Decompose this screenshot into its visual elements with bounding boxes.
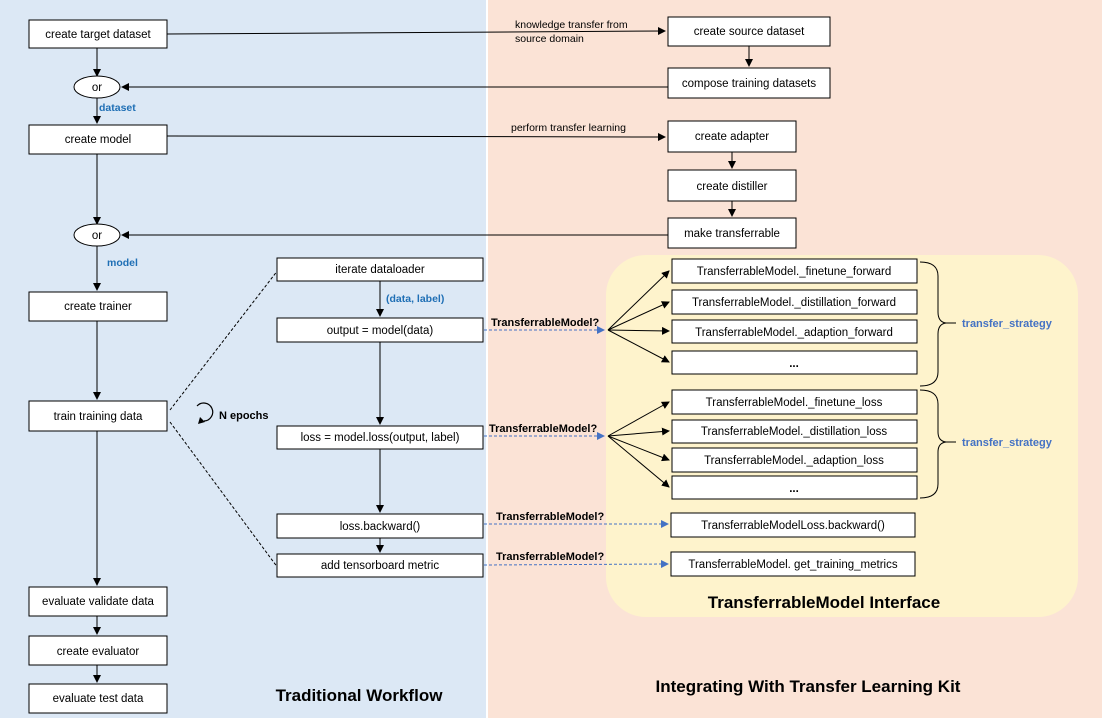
fan-loss-2 bbox=[607, 427, 670, 437]
evaluate-test-data-label: evaluate test data bbox=[53, 693, 144, 705]
loss-backward-target-box: TransferrableModelLoss.backward() bbox=[670, 512, 916, 538]
create-source-dataset-box: create source dataset bbox=[667, 16, 831, 47]
loss-backward-label: loss.backward() bbox=[340, 521, 421, 533]
fan-forward-3 bbox=[607, 326, 670, 335]
get-training-metrics-label: TransferrableModel. get_training_metrics bbox=[688, 559, 897, 571]
traditional-workflow-title: Traditional Workflow bbox=[276, 686, 444, 705]
forward-item-adaption: TransferrableModel._adaption_forward bbox=[671, 319, 918, 344]
create-distiller-label: create distiller bbox=[697, 181, 768, 193]
zoom-line-top bbox=[169, 269, 279, 411]
transfer-strategy-loss-label: transfer_strategy bbox=[962, 437, 1053, 449]
fan-forward-4 bbox=[607, 329, 670, 363]
loss-backward-box: loss.backward() bbox=[276, 513, 484, 539]
forward-item-finetune-label: TransferrableModel._finetune_forward bbox=[697, 266, 892, 278]
fan-loss-4 bbox=[607, 435, 670, 488]
create-model-label: create model bbox=[65, 134, 131, 146]
make-transferrable-label: make transferrable bbox=[684, 228, 780, 240]
evaluate-validate-data-box: evaluate validate data bbox=[28, 586, 168, 617]
or-node-2-label: or bbox=[92, 230, 102, 242]
create-adapter-box: create adapter bbox=[667, 120, 797, 153]
create-model-box: create model bbox=[28, 124, 168, 155]
create-target-dataset-label: create target dataset bbox=[45, 29, 151, 41]
train-training-data-box: train training data bbox=[28, 400, 168, 432]
create-evaluator-box: create evaluator bbox=[28, 635, 168, 666]
create-trainer-label: create trainer bbox=[64, 301, 132, 313]
forward-item-adaption-label: TransferrableModel._adaption_forward bbox=[695, 327, 893, 339]
interface-title: TransferrableModel Interface bbox=[708, 593, 940, 612]
compose-training-datasets-label: compose training datasets bbox=[682, 78, 816, 90]
forward-item-finetune: TransferrableModel._finetune_forward bbox=[671, 258, 918, 284]
output-model-label: output = model(data) bbox=[327, 325, 434, 337]
perform-transfer-note: perform transfer learning bbox=[511, 122, 626, 134]
create-adapter-label: create adapter bbox=[695, 131, 769, 143]
dataset-edge-label: dataset bbox=[99, 102, 136, 114]
tm-question-forward: TransferrableModel? bbox=[491, 317, 599, 329]
add-tensorboard-metric-box: add tensorboard metric bbox=[276, 553, 484, 578]
loop-icon bbox=[196, 402, 214, 422]
forward-item-distillation: TransferrableModel._distillation_forward bbox=[671, 289, 918, 315]
data-label-edge-label: (data, label) bbox=[386, 293, 444, 305]
loss-backward-target-label: TransferrableModelLoss.backward() bbox=[701, 520, 885, 532]
loop-arrowhead-icon bbox=[198, 417, 205, 424]
create-trainer-box: create trainer bbox=[28, 291, 168, 322]
loss-item-adaption-label: TransferrableModel._adaption_loss bbox=[704, 455, 884, 467]
create-distiller-box: create distiller bbox=[667, 169, 797, 202]
dash-metric-to-get-metrics bbox=[483, 560, 669, 569]
train-training-data-label: train training data bbox=[54, 411, 143, 423]
create-target-dataset-box: create target dataset bbox=[28, 19, 168, 49]
zoom-line-bottom bbox=[169, 421, 279, 569]
loss-model-box: loss = model.loss(output, label) bbox=[276, 425, 484, 450]
edge-target-to-source bbox=[166, 27, 666, 36]
get-training-metrics-box: TransferrableModel. get_training_metrics bbox=[670, 551, 916, 577]
loss-item-finetune-label: TransferrableModel._finetune_loss bbox=[706, 397, 883, 409]
loss-item-more: ... bbox=[671, 475, 918, 500]
output-model-box: output = model(data) bbox=[276, 317, 484, 343]
create-source-dataset-label: create source dataset bbox=[694, 26, 805, 38]
loss-model-label: loss = model.loss(output, label) bbox=[301, 432, 460, 444]
fan-forward-1 bbox=[607, 270, 670, 331]
transfer-kit-title: Integrating With Transfer Learning Kit bbox=[656, 677, 961, 696]
forward-item-distillation-label: TransferrableModel._distillation_forward bbox=[692, 297, 896, 309]
or-node-2: or bbox=[73, 223, 121, 247]
create-evaluator-label: create evaluator bbox=[57, 646, 140, 658]
compose-training-datasets-box: compose training datasets bbox=[667, 67, 831, 99]
loss-item-distillation: TransferrableModel._distillation_loss bbox=[671, 419, 918, 444]
loss-item-distillation-label: TransferrableModel._distillation_loss bbox=[701, 426, 887, 438]
n-epochs-label: N epochs bbox=[219, 410, 269, 422]
transfer-strategy-forward-label: transfer_strategy bbox=[962, 318, 1053, 330]
or-node-1: or bbox=[73, 75, 121, 99]
loss-item-finetune: TransferrableModel._finetune_loss bbox=[671, 389, 918, 415]
fan-forward-2 bbox=[607, 301, 670, 331]
iterate-dataloader-box: iterate dataloader bbox=[276, 257, 484, 282]
tm-question-backward: TransferrableModel? bbox=[496, 511, 604, 523]
fan-loss-1 bbox=[607, 401, 670, 437]
add-tensorboard-metric-label: add tensorboard metric bbox=[321, 560, 440, 572]
loss-item-adaption: TransferrableModel._adaption_loss bbox=[671, 447, 918, 473]
knowledge-transfer-note-line2: source domain bbox=[515, 33, 584, 45]
make-transferrable-box: make transferrable bbox=[667, 217, 797, 249]
loss-item-more-label: ... bbox=[789, 483, 799, 495]
tm-question-metric: TransferrableModel? bbox=[496, 551, 604, 563]
evaluate-validate-data-label: evaluate validate data bbox=[42, 596, 154, 608]
evaluate-test-data-box: evaluate test data bbox=[28, 683, 168, 714]
forward-item-more: ... bbox=[671, 350, 918, 375]
forward-item-more-label: ... bbox=[789, 358, 799, 370]
fan-loss-3 bbox=[607, 435, 670, 462]
model-edge-label: model bbox=[107, 257, 138, 269]
tm-question-loss: TransferrableModel? bbox=[489, 423, 597, 435]
iterate-dataloader-label: iterate dataloader bbox=[335, 264, 425, 276]
edge-model-to-adapter bbox=[166, 132, 666, 141]
or-node-1-label: or bbox=[92, 82, 102, 94]
knowledge-transfer-note-line1: knowledge transfer from bbox=[515, 19, 628, 31]
